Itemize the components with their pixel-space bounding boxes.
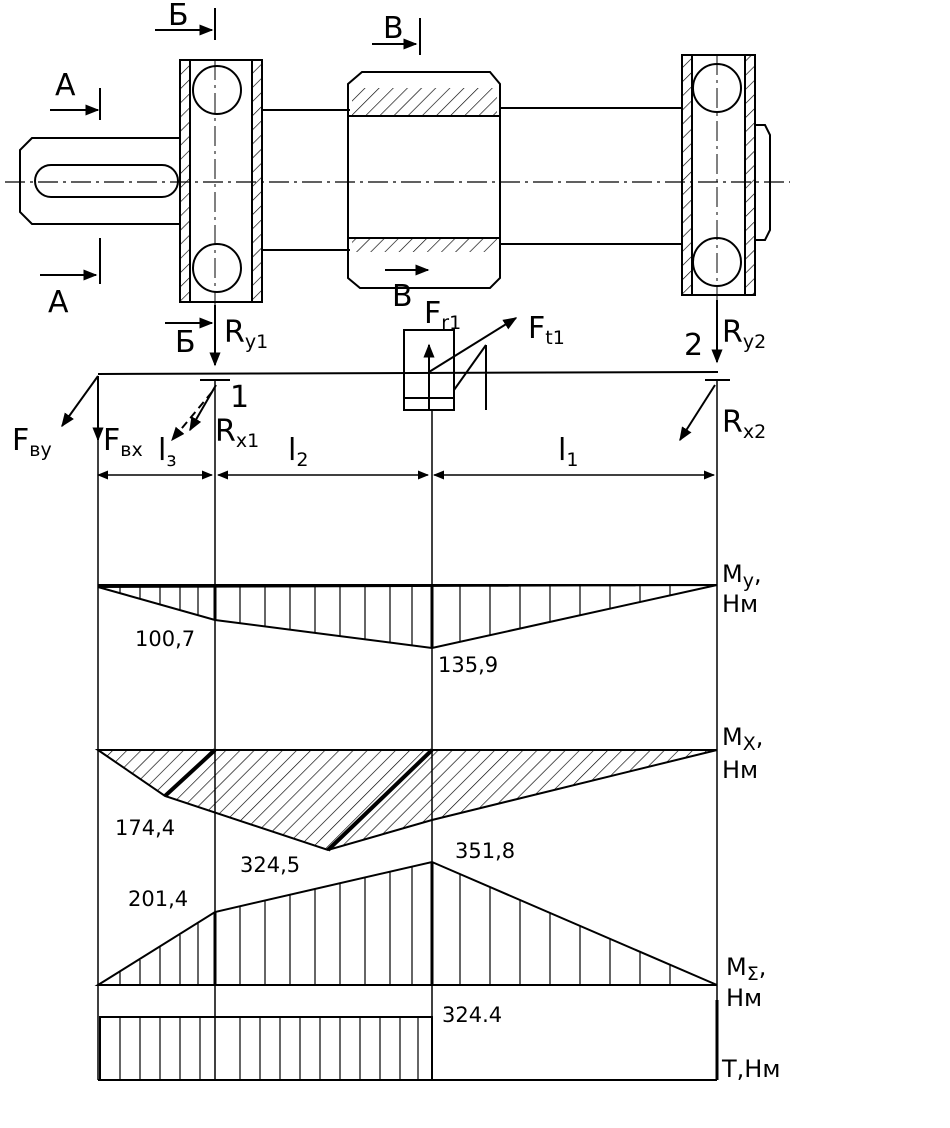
label-fbx: Fвх (103, 423, 143, 461)
axis-mx-unit: Нм (722, 756, 758, 784)
label-ry1: Ry1 (224, 315, 268, 353)
t-diagram (98, 1000, 719, 1081)
value-t: 324.4 (442, 1003, 502, 1027)
label-ry2: Ry2 (722, 315, 766, 353)
section-v-bottom: В (392, 279, 413, 314)
axis-my-unit: Нм (722, 590, 758, 618)
support-2-label: 2 (684, 328, 703, 363)
length-l2: l2 (288, 433, 308, 471)
gear-rim-top (352, 88, 497, 116)
section-v-top: В (383, 11, 404, 46)
beam-line (97, 371, 719, 375)
axis-mx: MX, (722, 723, 763, 755)
section-b-bottom: Б (175, 325, 196, 360)
bearing-left (179, 59, 263, 303)
mx-diagram (94, 748, 718, 852)
shaft-mid-right (500, 107, 682, 245)
gear (347, 71, 501, 289)
label-ft1: Ft1 (528, 311, 565, 349)
section-a-bottom: А (48, 285, 69, 320)
value-my-1: 100,7 (135, 627, 195, 651)
section-a-top: А (55, 68, 76, 103)
section-b-top: Б (168, 0, 189, 33)
value-msum-1: 201,4 (128, 887, 188, 911)
my-diagram (97, 584, 718, 650)
label-fby: Fву (12, 423, 52, 461)
axis-t: T,Нм (721, 1055, 780, 1083)
label-fr1: Fr1 (424, 296, 461, 334)
value-msum-gear: 351,8 (455, 839, 515, 863)
gear-rim-bottom (352, 238, 497, 252)
shaft-end (19, 137, 181, 225)
loading-scheme (61, 300, 730, 442)
msum-diagram (94, 860, 718, 986)
length-l1: l1 (558, 433, 578, 471)
length-l3: lз (158, 433, 176, 471)
axis-my: My, (722, 560, 762, 592)
support-1-label: 1 (230, 380, 249, 415)
projection-lines (97, 376, 718, 1080)
keyway (34, 164, 179, 198)
label-rx2: Rx2 (722, 405, 766, 443)
axis-msum: MΣ, (726, 953, 766, 985)
value-my-gear: 135,9 (438, 653, 498, 677)
section-markers (40, 8, 430, 329)
value-mx-b: 324,5 (240, 853, 300, 877)
bearing-right (681, 54, 756, 296)
shaft-mid-left (262, 109, 350, 251)
label-rx1: Rx1 (215, 414, 259, 452)
axis-msum-unit: Нм (726, 984, 762, 1012)
shaft-assembly (19, 54, 771, 303)
value-mx-a: 174,4 (115, 816, 175, 840)
